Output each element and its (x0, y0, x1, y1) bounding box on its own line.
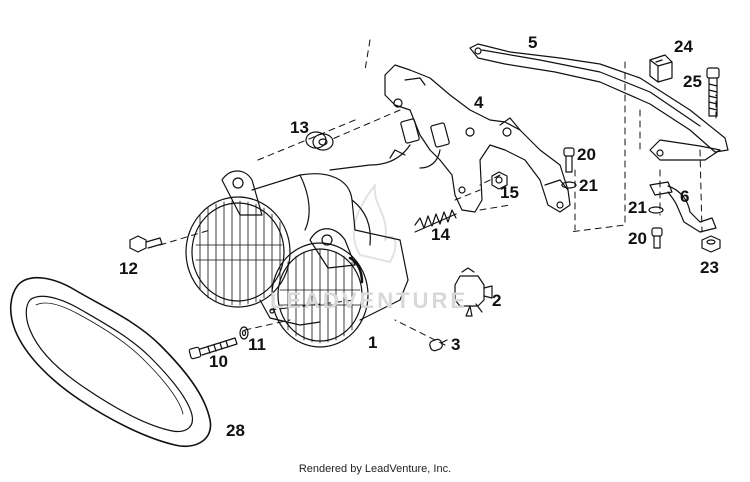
spring-part-14 (414, 209, 457, 233)
callout-21-upper: 21 (579, 176, 598, 195)
grommet-part-13 (305, 131, 334, 151)
mounting-frame-part-4 (384, 64, 571, 213)
footer-credit: Rendered by LeadVenture, Inc. (298, 463, 452, 475)
bracket-bar-part-5 (469, 43, 729, 161)
callout-23: 23 (700, 258, 719, 277)
headlight-housing-part-1 (185, 170, 409, 348)
callout-11: 11 (248, 335, 266, 354)
bolt-part-25 (706, 67, 720, 117)
callout-13: 13 (290, 118, 309, 137)
callout-4: 4 (474, 93, 484, 112)
watermark-text: LEADVENTURE (270, 288, 468, 313)
bulb-part-2 (454, 267, 493, 317)
screw-part-10 (188, 337, 238, 360)
callout-24: 24 (674, 37, 693, 56)
washer-part-11 (239, 326, 249, 340)
callout-15: 15 (500, 183, 519, 202)
callout-21-lower: 21 (628, 198, 647, 217)
callout-20-lower: 20 (628, 229, 647, 248)
callout-12: 12 (119, 259, 138, 278)
screw-part-20-upper (561, 147, 577, 189)
watermark-logo (352, 184, 397, 263)
nut-part-15 (491, 171, 508, 190)
block-part-24 (649, 54, 673, 83)
callout-5: 5 (528, 33, 537, 52)
callout-6: 6 (680, 187, 689, 206)
callout-10: 10 (209, 352, 228, 371)
callout-25: 25 (683, 72, 702, 91)
bolt-part-12 (129, 235, 163, 253)
callout-28: 28 (226, 421, 245, 440)
callout-1: 1 (368, 333, 377, 352)
callout-14: 14 (431, 225, 450, 244)
bulb-part-3 (429, 338, 448, 352)
bezel-frame-part-28 (9, 276, 212, 447)
callout-20-upper: 20 (577, 145, 596, 164)
nut-part-23 (701, 235, 721, 253)
callout-3: 3 (451, 335, 460, 354)
wiring-connector (329, 118, 450, 171)
screw-part-20-lower (648, 206, 664, 249)
callout-labels: 5 24 25 4 13 20 21 15 21 6 20 23 12 14 2… (119, 33, 719, 440)
bracket-part-6 (649, 181, 717, 233)
callout-2: 2 (492, 291, 501, 310)
